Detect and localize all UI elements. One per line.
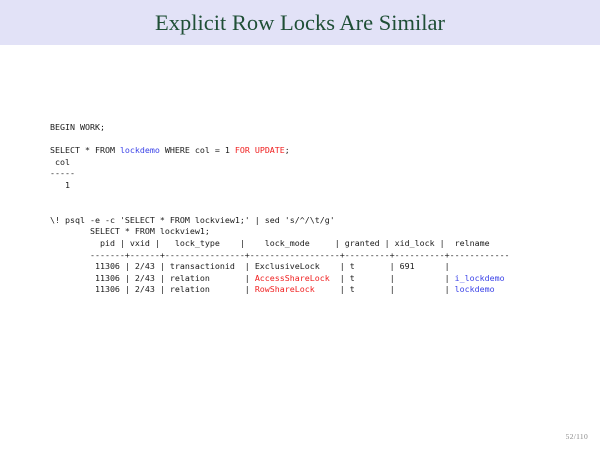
code-line: 11306 | 2/43 | transactionid | Exclusive… bbox=[50, 261, 510, 273]
code-token-plain: | t | | bbox=[314, 284, 455, 295]
code-token-plain: | t | | bbox=[329, 272, 455, 283]
code-line: -------+------+----------------+--------… bbox=[50, 250, 510, 262]
code-token-plain: \! psql -e -c 'SELECT * FROM lockview1;'… bbox=[50, 214, 335, 225]
code-block: BEGIN WORK; SELECT * FROM lockdemo WHERE… bbox=[50, 122, 510, 296]
code-line: SELECT * FROM lockview1; bbox=[50, 226, 510, 238]
title-banner bbox=[0, 0, 600, 45]
code-line: pid | vxid | lock_type | lock_mode | gra… bbox=[50, 238, 510, 250]
code-token-plain: | t | 691 | bbox=[319, 261, 450, 272]
code-line bbox=[50, 192, 510, 204]
code-token-plain: 11306 | 2/43 | transactionid | bbox=[50, 261, 255, 272]
code-token-plain: -------+------+----------------+--------… bbox=[50, 249, 510, 260]
code-line bbox=[50, 203, 510, 215]
page-number: 52/110 bbox=[565, 432, 588, 441]
code-token-ident: lockdemo bbox=[119, 145, 160, 156]
code-token-plain: SELECT * FROM bbox=[50, 145, 120, 156]
code-token-plain: 11306 | 2/43 | relation | bbox=[50, 284, 255, 295]
code-line: col bbox=[50, 157, 510, 169]
code-token-kw: RowShareLock bbox=[254, 284, 315, 295]
code-token-plain: 1 bbox=[50, 179, 70, 190]
code-line: SELECT * FROM lockdemo WHERE col = 1 FOR… bbox=[50, 145, 510, 157]
code-token-plain: BEGIN WORK; bbox=[50, 122, 105, 132]
code-token-kw: FOR UPDATE bbox=[234, 145, 285, 156]
code-line bbox=[50, 134, 510, 146]
code-token-plain: WHERE col = 1 bbox=[159, 145, 235, 156]
code-token-plain: SELECT * FROM lockview1; bbox=[50, 226, 210, 237]
code-token-plain: ExclusiveLock bbox=[254, 261, 320, 272]
code-token-kw: AccessShareLock bbox=[254, 272, 330, 283]
page-title: Explicit Row Locks Are Similar bbox=[155, 10, 445, 35]
code-line: 1 bbox=[50, 180, 510, 192]
code-line: \! psql -e -c 'SELECT * FROM lockview1;'… bbox=[50, 215, 510, 227]
code-token-ident: i_lockdemo bbox=[454, 272, 505, 283]
code-line: 11306 | 2/43 | relation | AccessShareLoc… bbox=[50, 273, 510, 285]
code-token-plain: pid | vxid | lock_type | lock_mode | gra… bbox=[50, 237, 490, 248]
code-token-plain: ; bbox=[284, 145, 290, 156]
code-token-ident: lockdemo bbox=[454, 284, 495, 295]
code-line: ----- bbox=[50, 168, 510, 180]
code-token-plain: 11306 | 2/43 | relation | bbox=[50, 272, 255, 283]
code-token-plain: ----- bbox=[50, 168, 75, 179]
code-line: 11306 | 2/43 | relation | RowShareLock |… bbox=[50, 284, 510, 296]
code-token-plain: col bbox=[50, 156, 70, 167]
code-line: BEGIN WORK; bbox=[50, 122, 510, 134]
